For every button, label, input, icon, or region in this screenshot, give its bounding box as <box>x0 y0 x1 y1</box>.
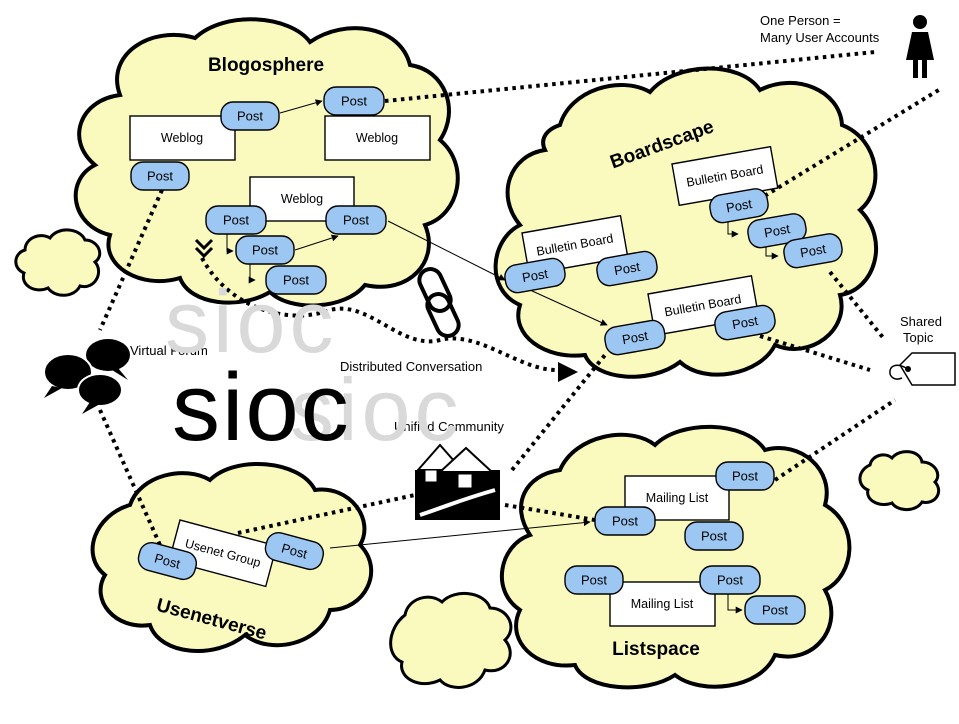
sioc-logo-watermark: sioc sioc <box>165 272 463 459</box>
speech-bubbles-icon <box>43 339 130 414</box>
post-node: Post <box>699 565 761 595</box>
cloud-small-right <box>858 450 941 512</box>
svg-text:Post: Post <box>799 241 828 260</box>
reply-connectors <box>226 99 779 614</box>
mailing-list-box: Mailing List <box>609 581 716 627</box>
svg-text:Post: Post <box>343 213 369 228</box>
post-node: Post <box>265 265 327 295</box>
tag-icon <box>889 352 956 386</box>
svg-text:Post: Post <box>147 169 173 184</box>
svg-text:Post: Post <box>763 221 792 240</box>
post-node: Post <box>504 257 566 294</box>
post-node: Post <box>235 235 295 265</box>
one-person-label-line2: Many User Accounts <box>760 30 880 45</box>
distributed-conversation-label: Distributed Conversation <box>340 359 482 374</box>
svg-text:sioc: sioc <box>290 360 463 459</box>
region-label-blogosphere: Blogosphere <box>208 55 324 76</box>
svg-text:Post: Post <box>701 529 727 544</box>
post-node: Post <box>715 461 775 491</box>
post-node: Post <box>783 233 843 269</box>
post-node: Post <box>264 531 325 571</box>
post-node: Post <box>714 304 776 341</box>
dotted-links <box>98 50 944 546</box>
post-node: Post <box>747 213 807 249</box>
svg-text:sioc: sioc <box>172 354 351 461</box>
post-node: Post <box>604 319 666 356</box>
chevron-down-icon <box>194 238 214 259</box>
post-node: Post <box>205 205 267 235</box>
shared-topic-label-line1: Shared <box>900 314 942 329</box>
svg-text:Post: Post <box>153 550 182 571</box>
post-node: Post <box>130 161 190 191</box>
sioc-logo: sioc <box>172 354 351 461</box>
weblog-box: Weblog <box>324 115 431 161</box>
svg-text:Post: Post <box>521 266 550 285</box>
post-node: Post <box>744 595 806 625</box>
post-node: Post <box>594 506 656 536</box>
region-label-listspace: Listspace <box>612 639 700 660</box>
svg-text:Post: Post <box>731 313 760 332</box>
svg-text:Post: Post <box>223 213 249 228</box>
svg-text:Post: Post <box>613 259 642 278</box>
svg-text:Post: Post <box>725 196 754 215</box>
post-node: Post <box>709 188 769 224</box>
weblog-label: Weblog <box>356 131 398 145</box>
mailing-list-label: Mailing List <box>646 491 709 505</box>
cloud-boardscape <box>493 66 878 379</box>
cloud-small-left <box>14 228 102 297</box>
mailing-list-label: Mailing List <box>631 597 694 611</box>
post-node: Post <box>325 205 387 235</box>
weblog-box: Weblog <box>129 115 236 161</box>
post-node: Post <box>684 521 744 551</box>
post-node: Post <box>564 565 624 595</box>
post-node: Post <box>323 86 385 116</box>
shared-topic-label-line2: Topic <box>903 330 934 345</box>
person-icon <box>906 15 934 78</box>
svg-text:Post: Post <box>237 109 263 124</box>
unified-community-label: Unified Community <box>394 419 504 434</box>
weblog-label: Weblog <box>161 131 203 145</box>
post-node: Post <box>596 250 658 287</box>
svg-text:Post: Post <box>341 94 367 109</box>
virtual-forum-label: Virtual Forum <box>130 343 208 358</box>
svg-text:Post: Post <box>283 273 309 288</box>
svg-text:sioc: sioc <box>165 272 338 371</box>
svg-text:Post: Post <box>252 243 278 258</box>
community-houses-icon <box>415 443 500 520</box>
svg-text:Post: Post <box>762 603 788 618</box>
cloud-small-bottom <box>389 591 513 689</box>
chain-link-icon <box>417 267 461 338</box>
weblog-label: Weblog <box>281 192 323 206</box>
usenet-group-box: Usenet Group <box>168 519 278 588</box>
svg-text:Post: Post <box>717 573 743 588</box>
post-node: Post <box>137 541 198 581</box>
svg-text:Post: Post <box>621 328 650 347</box>
svg-text:Post: Post <box>280 540 309 561</box>
arrowhead-icon <box>558 362 578 382</box>
svg-text:Post: Post <box>581 573 607 588</box>
one-person-label-line1: One Person = <box>760 13 841 28</box>
svg-text:Post: Post <box>732 469 758 484</box>
svg-text:Post: Post <box>612 514 638 529</box>
post-node: Post <box>220 101 280 131</box>
